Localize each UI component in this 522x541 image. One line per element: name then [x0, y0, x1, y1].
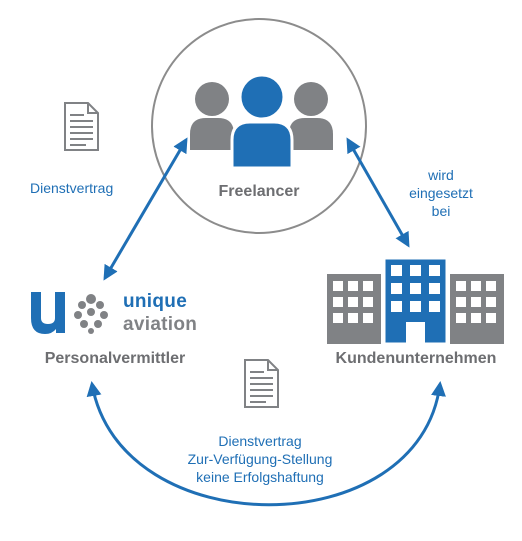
arrow-freelancer-client	[346, 137, 410, 248]
bottom-contract-label: Dienstvertrag Zur-Verfügung-Stellung kei…	[150, 432, 370, 486]
bottom-contract-line-1: Dienstvertrag	[218, 433, 302, 449]
bottom-contract-line-3: keine Erfolgshaftung	[196, 469, 324, 485]
right-relation-label: wird eingesetzt bei	[400, 166, 482, 220]
people-group-icon	[190, 73, 333, 170]
right-relation-line-3: bei	[431, 203, 451, 219]
arrow-freelancer-agency	[103, 137, 188, 281]
logo-text-line-2: aviation	[123, 314, 198, 335]
bottom-contract-line-2: Zur-Verfügung-Stellung	[187, 451, 333, 467]
agency-label: Personalvermittler	[44, 350, 186, 367]
document-icon	[64, 102, 99, 151]
freelancer-circle	[151, 18, 367, 234]
document-icon-bottom	[244, 359, 279, 408]
client-label: Kundenunternehmen	[335, 350, 497, 367]
arrow-agency-client	[86, 381, 446, 507]
freelancer-label: Freelancer	[218, 183, 300, 200]
office-buildings-icon	[327, 256, 504, 346]
left-contract-label: Dienstvertrag	[30, 180, 114, 196]
unique-aviation-logo	[31, 292, 108, 334]
right-relation-line-2: eingesetzt	[409, 185, 473, 201]
logo-text-line-1: unique	[123, 291, 188, 312]
right-relation-line-1: wird	[428, 167, 454, 183]
